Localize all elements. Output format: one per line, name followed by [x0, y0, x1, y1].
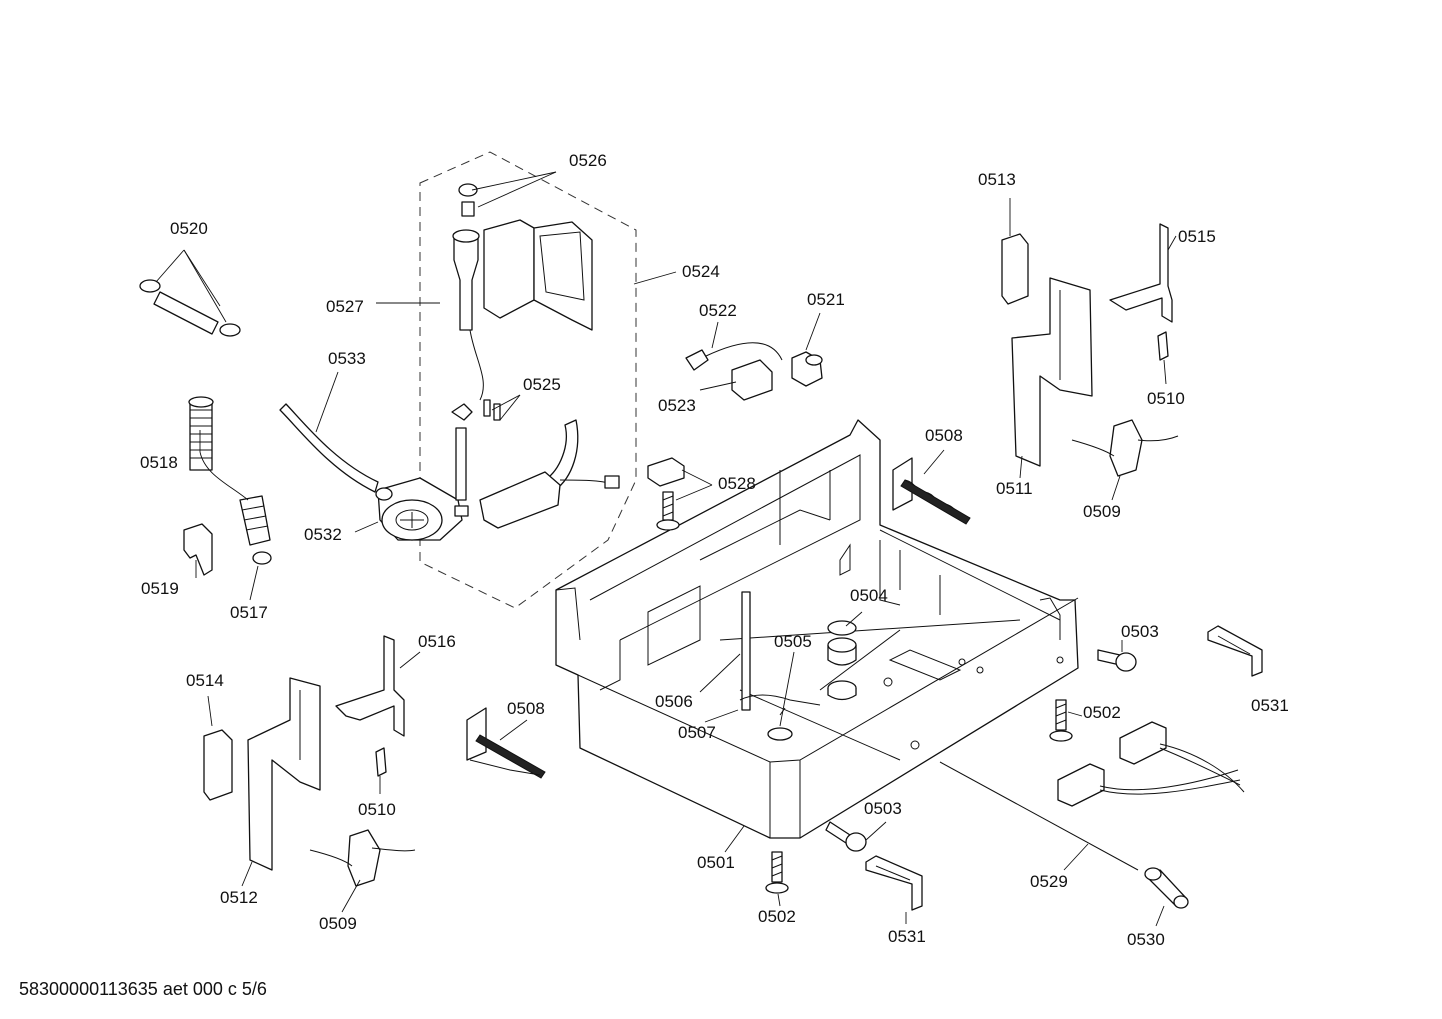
label-0508-right: 0508: [925, 426, 963, 445]
bracket-0515: [1109, 223, 1173, 323]
bracket-0512: [247, 677, 321, 871]
label-0502-right: 0502: [1083, 703, 1121, 722]
label-0522: 0522: [699, 301, 737, 320]
label-0514: 0514: [186, 671, 224, 690]
label-0520: 0520: [170, 219, 208, 238]
label-0526: 0526: [569, 151, 607, 170]
assembly-group-outline: [419, 151, 637, 609]
clip-0510-right: [1157, 331, 1169, 361]
label-0509-right: 0509: [1083, 502, 1121, 521]
label-0533: 0533: [328, 349, 366, 368]
rod-0529: [939, 761, 1139, 871]
clip-0510-left: [375, 747, 387, 777]
label-0506: 0506: [655, 692, 693, 711]
label-0511: 0511: [996, 479, 1033, 498]
label-0532: 0532: [304, 525, 342, 544]
label-0530: 0530: [1127, 930, 1165, 949]
label-0523: 0523: [658, 396, 696, 415]
label-0505: 0505: [774, 632, 812, 651]
label-0515: 0515: [1178, 227, 1216, 246]
clip-0531-right: [1207, 625, 1263, 677]
pump-0532: [375, 477, 469, 541]
part-labels: 0526 0520 0524 0527 0522 0521 0533 0525 …: [140, 151, 1289, 949]
clip-0519: [183, 523, 213, 576]
bracket-0513: [1001, 233, 1029, 305]
label-0512: 0512: [220, 888, 258, 907]
heater-assembly: [451, 183, 593, 501]
screw-0503-right: [1097, 649, 1137, 672]
foot-screw-0502-right: [1049, 699, 1073, 742]
label-0502-bottom: 0502: [758, 907, 796, 926]
label-0504: 0504: [850, 586, 888, 605]
label-0521: 0521: [807, 290, 845, 309]
bracket-0511: [1011, 277, 1093, 467]
label-0524: 0524: [682, 262, 720, 281]
foot-0528: [647, 457, 685, 531]
label-0517: 0517: [230, 603, 268, 622]
bracket-0516: [335, 635, 405, 737]
label-0516: 0516: [418, 632, 456, 651]
label-0513: 0513: [978, 170, 1016, 189]
spring-0508-right: [892, 457, 971, 525]
wiring-connectors: [1057, 721, 1245, 807]
label-0510-right: 0510: [1147, 389, 1185, 408]
bracket-0514: [203, 729, 233, 801]
leader-lines: [155, 171, 1177, 927]
label-0531-right: 0531: [1251, 696, 1289, 715]
label-0501: 0501: [697, 853, 735, 872]
label-0509-left: 0509: [319, 914, 357, 933]
flow-hose: [479, 419, 620, 529]
label-0525: 0525: [523, 375, 561, 394]
label-0510-left: 0510: [358, 800, 396, 819]
bellows-0518: [188, 396, 214, 471]
base-tub: [555, 419, 1079, 839]
label-0531-bottom: 0531: [888, 927, 926, 946]
tub-internal-parts: [739, 591, 857, 741]
label-0503-right: 0503: [1121, 622, 1159, 641]
label-0508-left: 0508: [507, 699, 545, 718]
label-0519: 0519: [141, 579, 179, 598]
label-0503-bottom: 0503: [864, 799, 902, 818]
connector-0523: [731, 359, 773, 401]
cable-0522: [685, 342, 783, 371]
bellows-0517: [239, 495, 272, 565]
cap-0530: [1144, 867, 1189, 909]
label-0507: 0507: [678, 723, 716, 742]
label-0528: 0528: [718, 474, 756, 493]
spring-0508-left: [466, 707, 546, 779]
label-0527: 0527: [326, 297, 364, 316]
foot-screw-0502-bottom: [765, 851, 789, 894]
sensor-0509-left: [309, 829, 416, 887]
capacitor-0521: [791, 351, 823, 387]
label-0518: 0518: [140, 453, 178, 472]
label-0529: 0529: [1030, 872, 1068, 891]
screw-0503-bottom: [825, 821, 867, 852]
hose-0533: [279, 403, 379, 493]
sensor-0509-right: [1071, 419, 1179, 477]
clip-0531-bottom: [865, 855, 923, 911]
document-id-footer: 58300000113635 aet 000 c 5/6: [19, 979, 267, 999]
hose-0520: [139, 279, 241, 337]
